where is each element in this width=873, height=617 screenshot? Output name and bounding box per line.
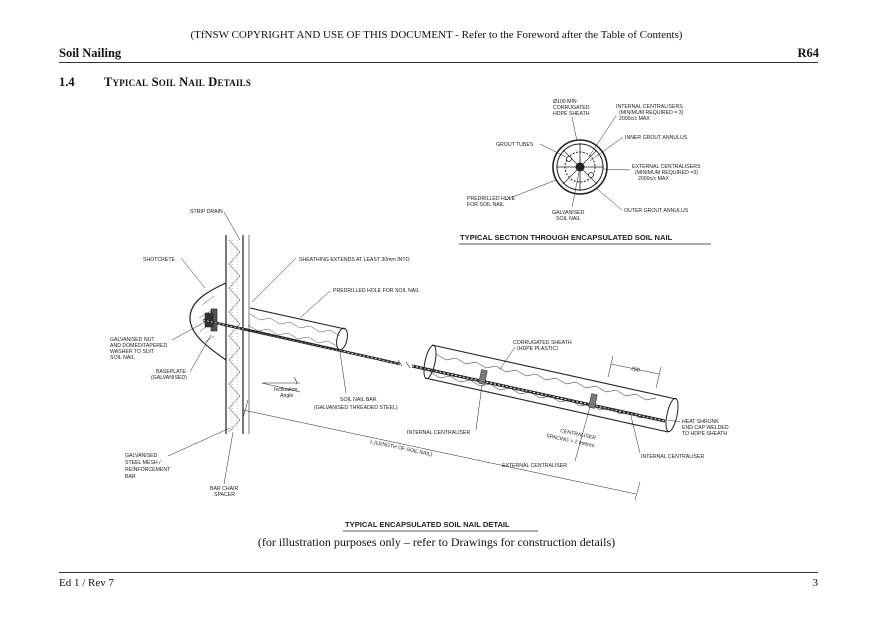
label-external-centraliser: EXTERNAL CENTRALISER — [502, 463, 567, 469]
outer-sheath-circle — [552, 139, 608, 195]
label-internal-centralisers: INTERNAL CENTRALISERS — [616, 104, 683, 110]
hole-segment-near — [244, 307, 348, 351]
svg-text:STEEL MESH /: STEEL MESH / — [125, 460, 161, 466]
svg-text:WASHER TO SUIT: WASHER TO SUIT — [110, 349, 155, 355]
label-outer-grout: OUTER GROUT ANNULUS — [624, 208, 689, 214]
svg-text:(HDPE PLASTIC): (HDPE PLASTIC) — [517, 346, 558, 352]
detail-labels: STRIP DRAIN SHOTCRETE SHEATHING EXTENDS … — [110, 209, 729, 498]
svg-text:SPACER: SPACER — [214, 492, 235, 498]
label-corrugated-sheath: CORRUGATED SHEATH — [513, 340, 572, 346]
svg-text:(MINIMUM REQUIRED =3): (MINIMUM REQUIRED =3) — [635, 170, 698, 176]
label-grout-tubes: GROUT TUBES — [496, 142, 534, 148]
svg-text:2000c/c MAX: 2000c/c MAX — [638, 176, 669, 182]
shotcrete-wall — [189, 235, 250, 434]
section-title: Typical Soil Nail Details — [104, 75, 252, 89]
label-external-centralisers: EXTERNAL CENTRALISERS — [632, 164, 701, 170]
label-soil-nail-bar: SOIL NAIL BAR — [340, 397, 377, 403]
label-shotcrete: SHOTCRETE — [143, 257, 176, 263]
label-galvanised-nail: GALVANISED — [552, 210, 585, 216]
label-heat-shrunk: HEAT SHRUNK — [682, 419, 719, 425]
svg-text:2000c/c MAX: 2000c/c MAX — [619, 116, 650, 122]
label-internal-centraliser-right: INTERNAL CENTRALISER — [641, 454, 704, 460]
document-code: R64 — [797, 46, 819, 60]
label-galvanised-nut: GALVANISED NUT — [110, 337, 155, 343]
label-sheathing: SHEATHING EXTENDS AT LEAST 30mm INTO — [299, 257, 410, 263]
section-drawing-title: TYPICAL SECTION THROUGH ENCAPSULATED SOI… — [460, 233, 673, 242]
label-dimension-200: 200 — [631, 366, 641, 374]
svg-text:(GALVANISED): (GALVANISED) — [151, 375, 187, 381]
dimension-200 — [607, 355, 662, 389]
label-steel-mesh: GALVANISED — [125, 453, 158, 459]
svg-text:(MINIMUM REQUIRED = 3): (MINIMUM REQUIRED = 3) — [619, 110, 684, 116]
svg-text:CORRUGATED: CORRUGATED — [553, 105, 590, 111]
label-inner-grout: INNER GROUT ANNULUS — [625, 135, 688, 141]
detail-drawing-title: TYPICAL ENCAPSULATED SOIL NAIL DETAIL — [345, 520, 510, 529]
svg-text:FOR SOIL NAIL: FOR SOIL NAIL — [467, 202, 504, 208]
figure-caption: (for illustration purposes only – refer … — [257, 535, 616, 549]
hole-segment-far — [411, 344, 679, 433]
page-number: 3 — [812, 577, 819, 589]
svg-text:BAR: BAR — [125, 474, 136, 480]
cross-section-figure — [504, 115, 631, 211]
svg-text:Angle: Angle — [280, 393, 293, 399]
section-number: 1.4 — [59, 75, 75, 89]
svg-text:SOIL NAIL: SOIL NAIL — [556, 216, 581, 222]
label-sheath: Ø100 MIN — [553, 99, 577, 105]
copyright-notice: (TfNSW COPYRIGHT AND USE OF THIS DOCUMEN… — [190, 29, 683, 41]
inclination-angle — [261, 376, 301, 393]
label-baseplate: BASEPLATE — [156, 369, 186, 375]
svg-text:(GALVANISED THREADED STEEL): (GALVANISED THREADED STEEL) — [314, 405, 398, 411]
label-strip-drain: STRIP DRAIN — [190, 209, 223, 215]
svg-text:REINFORCEMENT: REINFORCEMENT — [125, 467, 171, 473]
footer-edition: Ed 1 / Rev 7 — [59, 577, 114, 589]
label-predrilled: PREDRILLED HOLE FOR SOIL NAIL — [333, 288, 420, 294]
label-predrilled-hole: PREDRILLED HOLE — [467, 196, 516, 202]
svg-text:TO HDPE SHEATH: TO HDPE SHEATH — [682, 431, 727, 437]
svg-text:SOIL NAIL: SOIL NAIL — [110, 355, 135, 361]
svg-text:HDPE SHEATH: HDPE SHEATH — [553, 111, 590, 117]
document-title: Soil Nailing — [59, 46, 122, 60]
footer-rule — [59, 572, 818, 573]
length-dimension — [242, 399, 641, 501]
label-bar-chair: BAR CHAIR — [210, 486, 239, 492]
label-inclination: Inclination — [274, 387, 297, 393]
header-rule — [59, 62, 818, 63]
svg-text:AND DOMED/TAPERED: AND DOMED/TAPERED — [110, 343, 168, 349]
cross-section-labels: Ø100 MIN CORRUGATED HDPE SHEATH INTERNAL… — [467, 99, 701, 222]
svg-text:END CAP WELDED: END CAP WELDED — [682, 425, 729, 431]
label-internal-centraliser: INTERNAL CENTRALISER — [407, 430, 470, 436]
detail-figure — [167, 211, 681, 501]
